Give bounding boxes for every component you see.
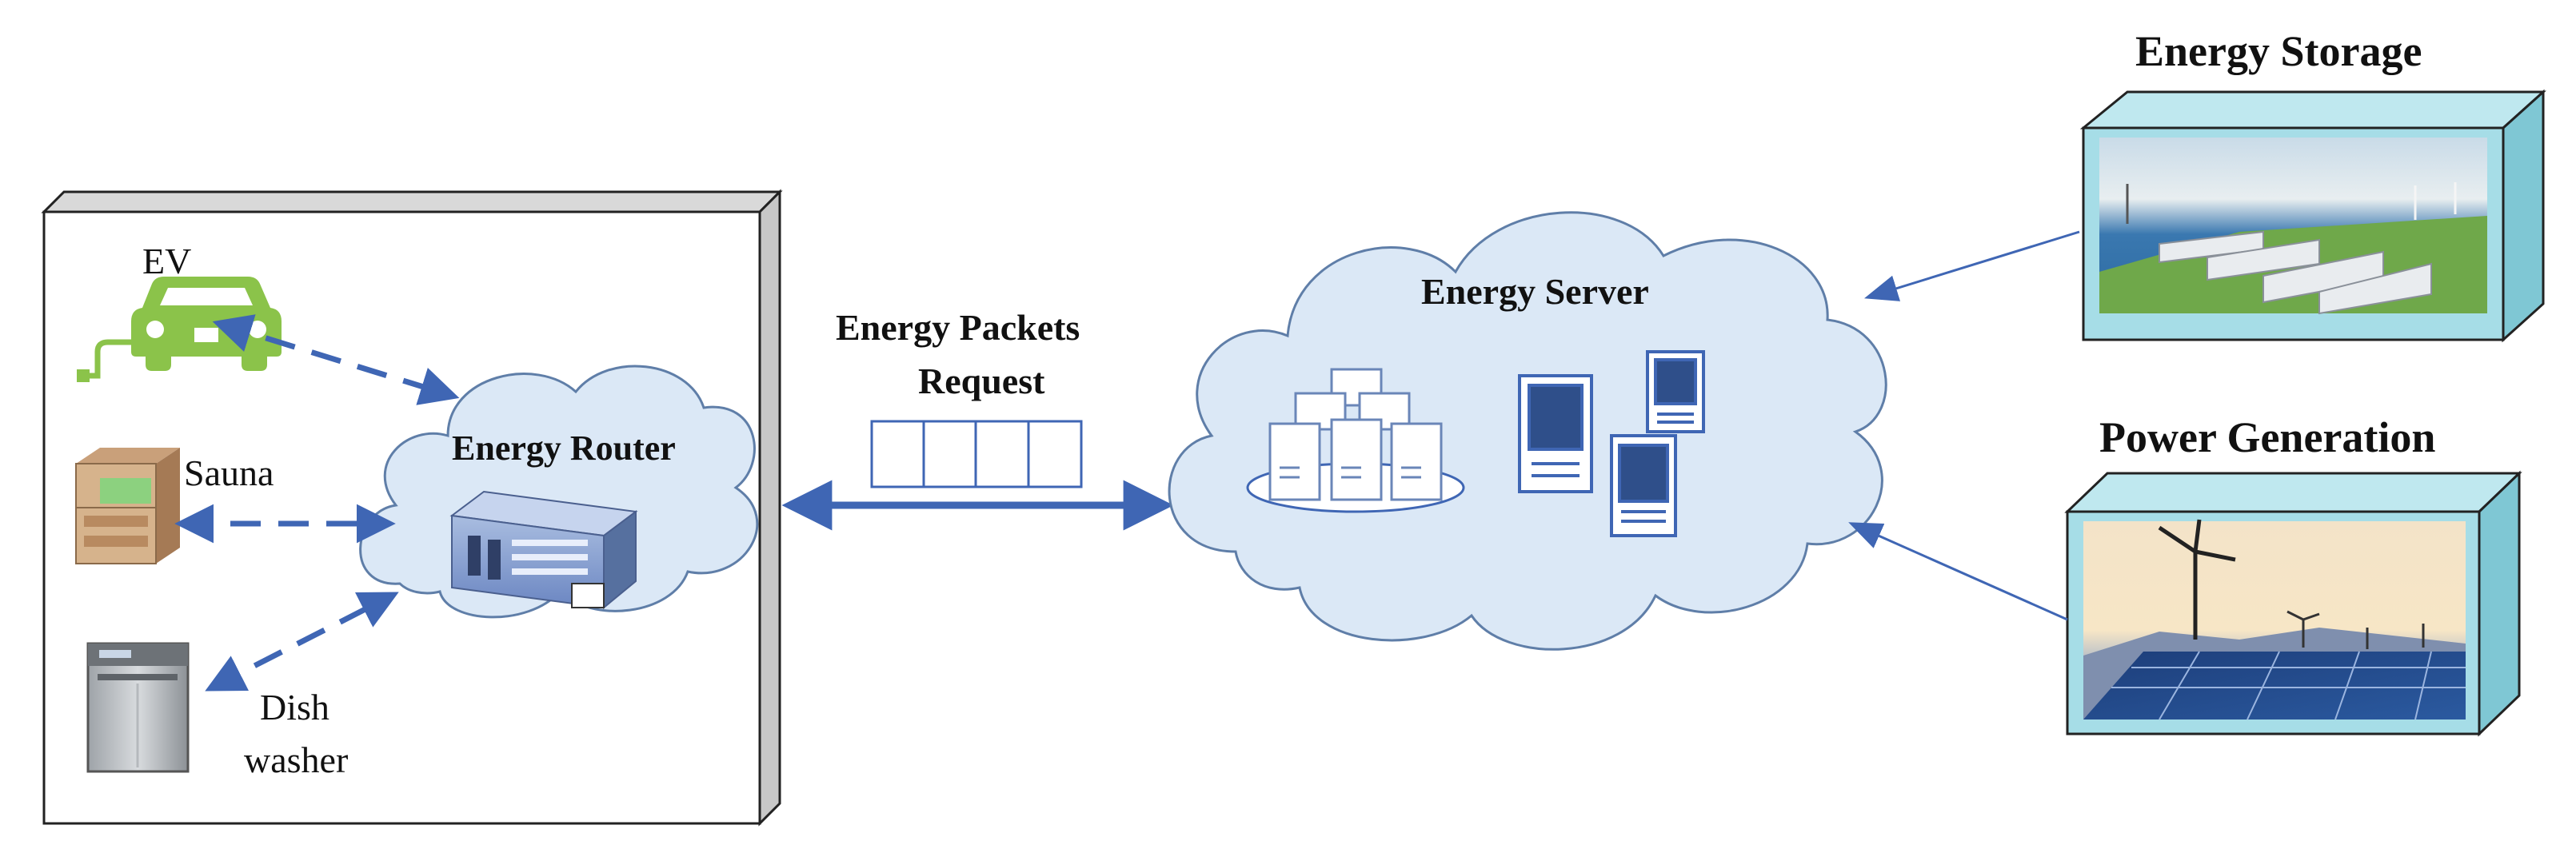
server-cluster-icon [1246,368,1465,513]
energy-router-label: Energy Router [452,429,676,468]
energy-server-label: Energy Server [1421,271,1649,312]
storage-server-arrow [1863,230,2080,301]
server-tower-icon [1518,350,1705,537]
sauna-cabin-icon [75,448,180,564]
energy-packets-label: Energy Packets [836,307,1080,348]
request-label: Request [918,361,1045,401]
energy-packets-queue [870,420,1083,488]
ev-router-arrow [212,314,460,405]
dish-label-line1: Dish [260,687,329,727]
energy-storage-box [2079,89,2546,343]
dishwasher-icon [86,642,190,773]
power-generation-box [2064,470,2522,737]
dishwasher-router-arrow [205,592,399,692]
dish-label-line2: washer [244,739,348,780]
router-device-icon [449,490,638,610]
generation-server-arrow [1848,522,2068,621]
power-generation-photo [2083,519,2466,720]
energy-storage-photo [2099,138,2487,315]
energy-storage-label: Energy Storage [2135,27,2422,75]
power-generation-label: Power Generation [2099,413,2435,461]
ev-label: EV [142,241,191,281]
sauna-label: Sauna [184,452,274,493]
